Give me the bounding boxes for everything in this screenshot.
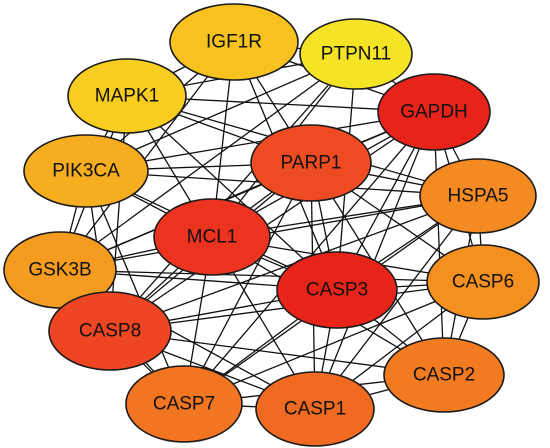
node-gapdh: GAPDH — [377, 73, 491, 151]
edge-gsk3b-casp6 — [59, 269, 484, 283]
node-ellipse — [419, 158, 537, 234]
node-ellipse — [426, 244, 540, 320]
edge-igf1r-gsk3b — [59, 41, 235, 271]
node-label: CASP2 — [413, 365, 475, 386]
edge-mapk1-casp3 — [126, 95, 338, 291]
node-label: MAPK1 — [95, 86, 159, 107]
node-label: PIK3CA — [52, 161, 120, 182]
node-ptpn11: PTPN11 — [299, 18, 413, 90]
node-ellipse — [383, 337, 505, 413]
node-label: IGF1R — [206, 32, 262, 53]
edge-hspa5-casp1 — [314, 195, 479, 410]
node-ellipse — [67, 58, 187, 134]
edge-gapdh-casp2 — [433, 111, 445, 376]
edge-pik3ca-casp7 — [85, 170, 185, 405]
node-ellipse — [169, 3, 299, 81]
edge-ptpn11-casp8 — [109, 53, 357, 332]
node-ellipse — [48, 291, 172, 371]
node-label: GSK3B — [28, 260, 91, 281]
node-igf1r: IGF1R — [169, 3, 299, 81]
node-label: CASP7 — [153, 394, 215, 415]
node-label: CASP6 — [452, 272, 514, 293]
edge-gapdh-casp8 — [109, 111, 435, 332]
node-mapk1: MAPK1 — [67, 58, 187, 134]
node-parp1: PARP1 — [250, 124, 372, 202]
node-pik3ca: PIK3CA — [23, 134, 149, 208]
node-ellipse — [377, 73, 491, 151]
node-label: PTPN11 — [321, 44, 391, 65]
node-ellipse — [23, 134, 149, 208]
node-label: CASP3 — [306, 280, 368, 301]
node-casp8: CASP8 — [48, 291, 172, 371]
node-ellipse — [276, 251, 398, 329]
node-mcl1: MCL1 — [153, 198, 271, 276]
node-casp3: CASP3 — [276, 251, 398, 329]
node-ellipse — [299, 18, 413, 90]
node-hspa5: HSPA5 — [419, 158, 537, 234]
node-label: CASP1 — [284, 399, 346, 420]
node-label: GAPDH — [400, 102, 468, 123]
node-ellipse — [255, 371, 375, 447]
node-casp6: CASP6 — [426, 244, 540, 320]
node-ellipse — [153, 198, 271, 276]
node-label: CASP8 — [79, 321, 141, 342]
node-label: MCL1 — [187, 227, 238, 248]
node-gsk3b: GSK3B — [3, 231, 117, 309]
node-casp1: CASP1 — [255, 371, 375, 447]
node-label: HSPA5 — [448, 186, 509, 207]
node-ellipse — [125, 365, 243, 443]
node-ellipse — [250, 124, 372, 202]
node-label: PARP1 — [281, 153, 342, 174]
node-casp2: CASP2 — [383, 337, 505, 413]
node-casp7: CASP7 — [125, 365, 243, 443]
edge-ptpn11-gsk3b — [59, 53, 357, 271]
